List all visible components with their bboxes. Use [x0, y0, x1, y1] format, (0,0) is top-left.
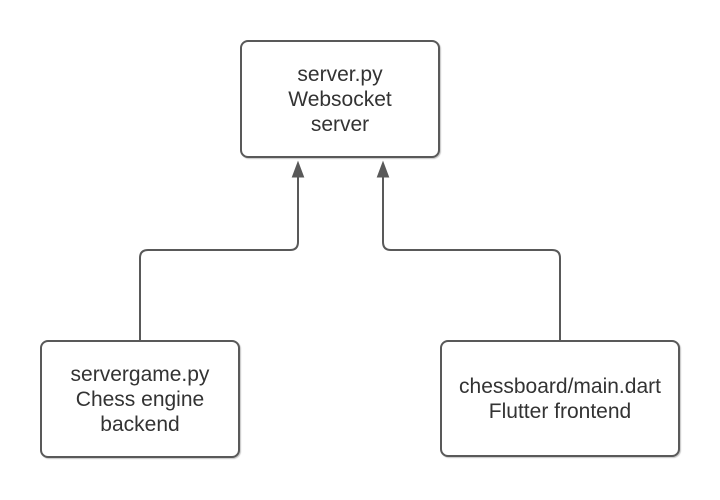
node-label-line: server [310, 112, 370, 136]
edge-backend-to-server [139, 160, 305, 340]
node-label-line: backend [100, 412, 180, 436]
node-label-line: server.py [297, 62, 383, 86]
arrowhead-up-icon [376, 160, 390, 178]
edge-line [139, 177, 299, 340]
node-chess-engine-backend: servergame.py Chess engine backend [40, 340, 240, 458]
edge-line [382, 177, 561, 340]
node-label-line: servergame.py [70, 362, 210, 386]
arrowhead-up-icon [291, 160, 305, 178]
node-label-line: Chess engine [75, 387, 205, 411]
node-label-line: Flutter frontend [488, 399, 632, 423]
node-label-line: Websocket [288, 87, 392, 111]
edge-frontend-to-server [376, 160, 561, 340]
node-websocket-server: server.py Websocket server [240, 40, 440, 158]
node-label-line: chessboard/main.dart [459, 374, 661, 398]
node-flutter-frontend: chessboard/main.dart Flutter frontend [440, 340, 680, 457]
